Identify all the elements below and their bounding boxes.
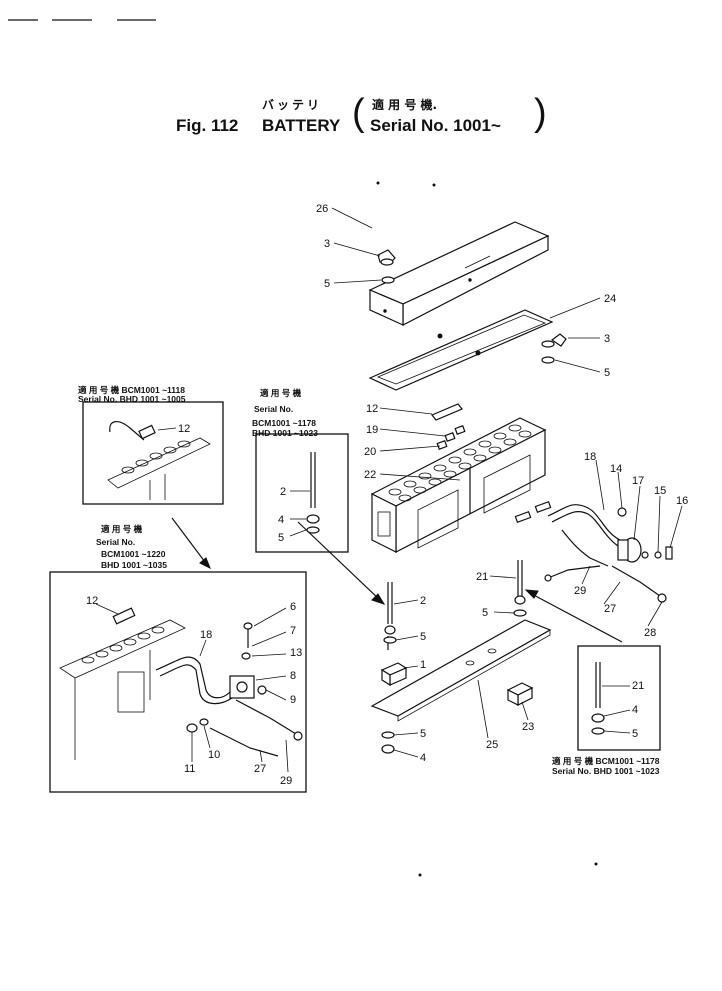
callout-5-mid: 5 [482, 607, 488, 619]
callout-4-bottom: 4 [420, 752, 426, 764]
inset-mid-caption-jp: 適 用 号 機 [260, 388, 302, 398]
wing-nut-top [377, 249, 396, 266]
callout-19: 19 [366, 424, 378, 436]
callout-20: 20 [364, 446, 376, 458]
serial-jp: 適 用 号 機. [372, 98, 438, 112]
stud-bolt-21 [514, 560, 526, 605]
inset-bl-callout-11: 11 [184, 763, 195, 775]
inset-bl-callout-10: 10 [208, 749, 220, 761]
inset-middle: 適 用 号 機 Serial No. BCM1001 ~1178 BHD 100… [252, 388, 349, 553]
callout-15: 15 [654, 485, 666, 497]
paren-close: ) [534, 92, 547, 134]
inset-top-left: 適 用 号 機 BCM1001 ~1118 Serial No. BHD 100… [78, 385, 224, 505]
wing-nut-right [541, 333, 567, 348]
inset-bl-callout-13: 13 [290, 647, 302, 659]
battery-cover [368, 221, 550, 326]
callout-24: 24 [604, 293, 616, 305]
callout-23: 23 [522, 721, 534, 733]
paren-open: ( [352, 92, 365, 134]
inset-mid-callout-4: 4 [278, 514, 284, 526]
callout-12: 12 [366, 403, 378, 415]
figure-title: BATTERY [262, 116, 341, 135]
battery-frame [368, 309, 554, 391]
front-terminal-connectors [514, 501, 552, 523]
washer-top [381, 276, 395, 284]
callout-18: 18 [584, 451, 596, 463]
nut-2 [381, 744, 395, 754]
inset-mid-callout-5: 5 [278, 532, 284, 544]
inset-r-caption-jp: 適 用 号 機 BCM1001 ~1178 [552, 756, 660, 766]
inset-r-callout-21: 21 [632, 680, 644, 692]
inset-bl-callout-9: 9 [290, 694, 296, 706]
inset-mid-caption-en: Serial No. [254, 404, 293, 414]
cable-18 [547, 504, 621, 567]
inset-bl-range1: BCM1001 ~1220 [101, 549, 166, 559]
callout-25: 25 [486, 739, 498, 751]
callout-17: 17 [632, 475, 644, 487]
callout-5-left: 5 [420, 631, 426, 643]
base-plate [370, 619, 552, 722]
callout-27: 27 [604, 603, 616, 615]
callout-3-top: 3 [324, 238, 330, 250]
callout-14: 14 [610, 463, 622, 475]
washer-2b [381, 731, 395, 739]
scan-specks [376, 181, 598, 877]
callout-5-bottom: 5 [420, 728, 426, 740]
figure-number: Fig. 112 [176, 116, 239, 135]
callout-2: 2 [420, 595, 426, 607]
inset-bl-caption-en: Serial No. [96, 537, 135, 547]
inset-mid-callout-2: 2 [280, 486, 286, 498]
washer-right [541, 356, 555, 364]
inset-r-callout-5: 5 [632, 728, 638, 740]
title-jp: バッテリ [262, 98, 323, 112]
battery-connector [431, 403, 466, 450]
callout-1: 1 [420, 659, 426, 671]
washer-2a [383, 636, 397, 644]
stud-bolt-2 [384, 582, 396, 650]
arrow-to-stud-2 [297, 521, 386, 605]
inset-mid-range1: BCM1001 ~1178 [252, 418, 316, 428]
arrow-to-stud-21 [524, 589, 623, 643]
callout-16: 16 [676, 495, 688, 507]
callout-26: 26 [316, 203, 328, 215]
inset-bl-callout-7: 7 [290, 625, 296, 637]
callout-5-right: 5 [604, 367, 610, 379]
callout-28: 28 [644, 627, 656, 639]
inset-r-callout-4: 4 [632, 704, 638, 716]
washer-21 [513, 609, 527, 617]
arrow-to-inset-bl [171, 517, 211, 570]
inset-tl-callout: 12 [178, 423, 190, 435]
battery-pair [370, 417, 547, 553]
battery-switch [617, 507, 673, 563]
callout-3-right: 3 [604, 333, 610, 345]
inset-bl-caption-jp: 適 用 号 機 [101, 524, 143, 534]
inset-bl-callout-18: 18 [200, 629, 212, 641]
cable-29-27 [544, 565, 667, 603]
inset-tl-caption-en: Serial No. BHD 1001 ~1005 [78, 394, 186, 404]
inset-mid-range2: BHD 1001 ~1023 [252, 428, 318, 438]
inset-bl-callout-8: 8 [290, 670, 296, 682]
callout-21: 21 [476, 571, 488, 583]
main-callouts: 26 3 5 24 3 5 12 19 20 22 18 14 17 15 16… [316, 203, 688, 764]
callout-5-top: 5 [324, 278, 330, 290]
inset-right: 適 用 号 機 BCM1001 ~1178 Serial No. BHD 100… [552, 645, 661, 776]
inset-bl-callout-12: 12 [86, 595, 98, 607]
block-23 [506, 682, 534, 706]
inset-bl-range2: BHD 1001 ~1035 [101, 560, 167, 570]
inset-bottom-left: 適 用 号 機 Serial No. BCM1001 ~1220 BHD 100… [49, 524, 307, 793]
callout-29: 29 [574, 585, 586, 597]
callout-22: 22 [364, 469, 376, 481]
inset-bl-callout-6: 6 [290, 601, 296, 613]
serial-en: Serial No. 1001~ [370, 116, 501, 135]
leader-lines [331, 207, 683, 758]
inset-tl-caption-jp: 適 用 号 機 BCM1001 ~1118 [78, 385, 185, 395]
inset-bl-callout-29: 29 [280, 775, 292, 787]
inset-bl-callout-27: 27 [254, 763, 266, 775]
hold-down-1 [380, 662, 408, 687]
inset-r-caption-en: Serial No. BHD 1001 ~1023 [552, 766, 660, 776]
